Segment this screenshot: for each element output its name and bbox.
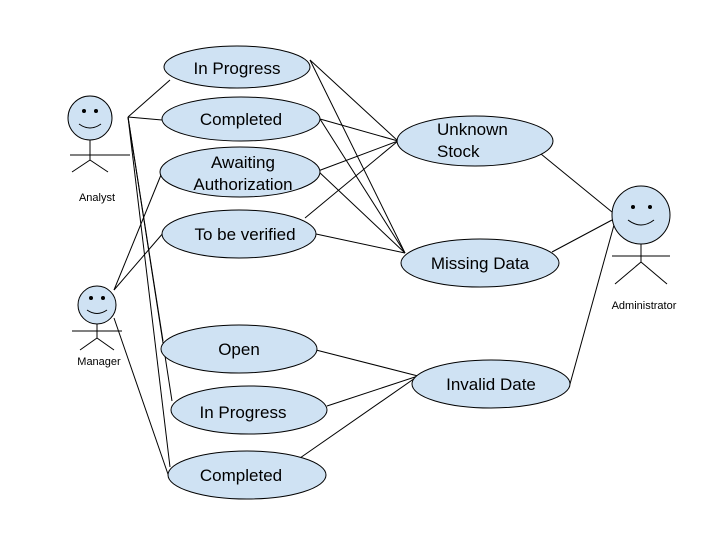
use-case-label: In Progress: [200, 403, 287, 422]
use-case-label: Open: [218, 340, 260, 359]
assoc-invalid-date-admin: [569, 224, 615, 385]
actor-analyst[interactable]: Analyst: [67, 95, 130, 204]
assoc-manager-awaiting: [113, 169, 164, 291]
actor-eye: [101, 296, 105, 300]
assoc-awaiting-missing-data: [317, 170, 406, 254]
actor-eye: [89, 296, 93, 300]
assoc-manager-to-be-verified: [113, 231, 165, 291]
use-case-label-line-2: Authorization: [193, 175, 292, 194]
assoc-in-progress-1-unknown-stock: [309, 59, 399, 142]
actor-head: [67, 95, 113, 141]
assoc-analyst-completed-2: [127, 116, 171, 468]
assoc-manager-completed-2: [113, 317, 171, 481]
assoc-analyst-completed-1: [127, 116, 163, 121]
use-case-label: In Progress: [194, 59, 281, 78]
use-case-awaiting-authorization[interactable]: Awaiting Authorization: [159, 146, 321, 198]
actor-administrator[interactable]: Administrator: [611, 185, 677, 312]
use-case-label: Completed: [200, 110, 282, 129]
actor-label: Manager: [77, 356, 121, 368]
assoc-to-be-verified-missing-data: [315, 233, 406, 254]
actor-smile: [86, 309, 108, 314]
assoc-analyst-in-progress-1: [127, 79, 171, 118]
use-case-label-line-2: Stock: [437, 142, 480, 161]
assoc-open-invalid-date: [315, 349, 419, 377]
actor-manager[interactable]: Manager: [72, 285, 122, 368]
use-case-label-line-1: Unknown: [437, 120, 508, 139]
associations: [113, 59, 615, 481]
assoc-completed-1-missing-data: [319, 118, 406, 254]
assoc-unknown-stock-admin: [540, 153, 613, 213]
actor-label: Administrator: [612, 300, 677, 312]
use-case-missing-data[interactable]: Missing Data: [400, 238, 560, 288]
actor-label: Analyst: [79, 192, 115, 204]
actor-eye: [94, 109, 98, 113]
assoc-missing-data-admin: [551, 219, 613, 253]
use-case-label-line-1: Awaiting: [211, 153, 275, 172]
use-case-label: To be verified: [194, 225, 295, 244]
actor-smile: [78, 123, 102, 129]
use-case-label: Invalid Date: [446, 375, 536, 394]
actor-eye: [82, 109, 86, 113]
assoc-to-be-verified-unknown-stock: [304, 140, 399, 219]
use-case-in-progress-1[interactable]: In Progress: [163, 45, 311, 89]
assoc-analyst-in-progress-2: [127, 116, 173, 402]
assoc-awaiting-unknown-stock: [317, 140, 399, 172]
actor-smile: [627, 219, 655, 226]
use-case-completed-1[interactable]: Completed: [161, 96, 321, 142]
use-case-in-progress-2[interactable]: In Progress: [170, 385, 328, 435]
assoc-in-progress-1-missing-data: [309, 59, 406, 254]
use-case-unknown-stock[interactable]: Unknown Stock: [396, 115, 554, 167]
use-case-label: Completed: [200, 466, 282, 485]
use-case-invalid-date[interactable]: Invalid Date: [411, 359, 571, 409]
assoc-in-progress-2-invalid-date: [326, 375, 419, 407]
assoc-completed-2-invalid-date: [299, 375, 419, 459]
use-case-open[interactable]: Open: [160, 324, 318, 374]
use-case-label: Missing Data: [431, 254, 530, 273]
assoc-completed-1-unknown-stock: [319, 118, 399, 142]
use-case-to-be-verified[interactable]: To be verified: [161, 209, 317, 259]
actor-eye: [648, 205, 652, 209]
actor-eye: [631, 205, 635, 209]
actor-head: [611, 185, 671, 245]
actor-head: [77, 285, 117, 325]
use-case-completed-2[interactable]: Completed: [167, 450, 327, 500]
